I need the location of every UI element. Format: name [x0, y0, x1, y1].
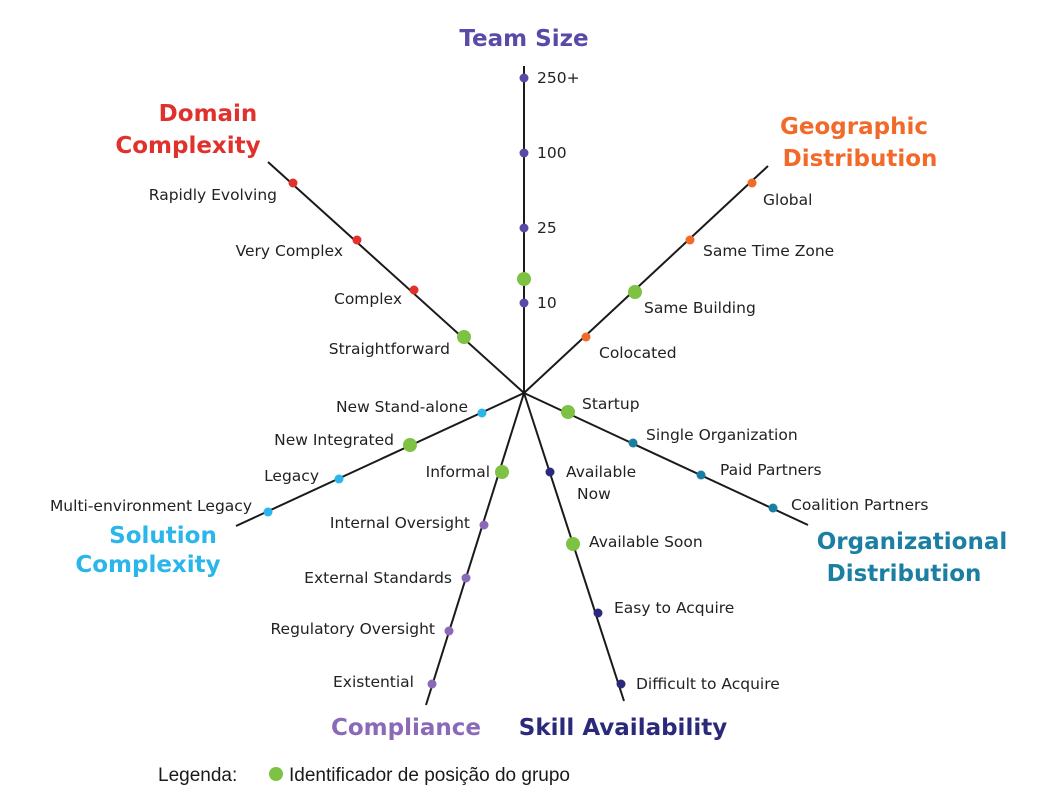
skill-availability-tick-label: Available Now [566, 463, 641, 503]
skill-availability-tick-label: Difficult to Acquire [636, 675, 780, 693]
solution-complexity-axis-line [235, 392, 525, 527]
domain-complexity-tick-dot [288, 178, 298, 188]
solution-complexity-title-line2: Complexity [75, 552, 220, 578]
geographic-distribution-ticks: Colocated Same Building Same Time Zone G… [581, 178, 834, 362]
domain-complexity-title-line1: Domain [159, 101, 258, 127]
team-size-tick-label: 100 [537, 144, 567, 162]
organizational-distribution-title-line2: Distribution [827, 561, 982, 587]
legend-description: Identificador de posição do grupo [289, 765, 570, 786]
domain-complexity-ticks: Straightforward Complex Very Complex Rap… [149, 178, 469, 358]
organizational-distribution-tick-label: Coalition Partners [791, 496, 928, 514]
skill-availability-title: Skill Availability [519, 715, 727, 741]
team-size-tick-dot [519, 148, 529, 158]
organizational-distribution-tick-dot [768, 503, 778, 513]
skill-availability-tick-line1: Available [566, 463, 636, 481]
compliance-tick-label: Existential [333, 673, 414, 691]
compliance-group-marker [495, 465, 509, 479]
skill-availability-tick-dot [616, 679, 626, 689]
geographic-distribution-title-line1: Geographic [780, 114, 928, 140]
organizational-distribution-title-line1: Organizational [817, 529, 1008, 555]
team-size-tick-dot [519, 73, 529, 83]
organizational-distribution-tick-label: Single Organization [646, 426, 798, 444]
compliance-tick-label: External Standards [304, 569, 452, 587]
organizational-distribution-tick-label: Startup [582, 395, 640, 413]
compliance-tick-dot [444, 626, 454, 636]
solution-complexity-tick-dot [334, 474, 344, 484]
geographic-distribution-title: Geographic Distribution [780, 114, 937, 172]
legend-marker-icon [269, 767, 283, 781]
geographic-distribution-tick-dot [581, 332, 591, 342]
organizational-distribution-tick-dot [696, 470, 706, 480]
organizational-distribution-title: Organizational Distribution [817, 529, 1016, 587]
domain-complexity-tick-dot [409, 285, 419, 295]
geographic-distribution-tick-label: Same Building [644, 299, 756, 317]
geographic-distribution-group-marker [628, 285, 642, 299]
compliance-tick-dot [479, 520, 489, 530]
compliance-tick-label: Internal Oversight [330, 514, 470, 532]
skill-availability-group-marker [566, 537, 580, 551]
geographic-distribution-tick-label: Same Time Zone [703, 242, 834, 260]
domain-complexity-tick-label: Straightforward [329, 340, 450, 358]
geographic-distribution-tick-dot [685, 235, 695, 245]
domain-complexity-tick-dot [352, 235, 362, 245]
geographic-distribution-tick-dot [747, 178, 757, 188]
solution-complexity-title-line1: Solution [109, 523, 217, 549]
domain-complexity-tick-label: Very Complex [236, 242, 343, 260]
organizational-distribution-tick-dot [628, 438, 638, 448]
team-size-tick-dot [519, 223, 529, 233]
domain-complexity-group-marker [457, 330, 471, 344]
skill-availability-tick-line2: Now [577, 485, 611, 503]
legend-label: Legenda: [158, 765, 237, 786]
skill-availability-tick-label: Available Soon [589, 533, 703, 551]
team-size-tick-dot [519, 298, 529, 308]
solution-complexity-tick-label: Multi-environment Legacy [50, 497, 252, 515]
organizational-distribution-tick-label: Paid Partners [720, 461, 822, 479]
legend: Legenda: Identificador de posição do gru… [158, 765, 570, 786]
domain-complexity-tick-label: Rapidly Evolving [149, 186, 277, 204]
geographic-distribution-title-line2: Distribution [783, 146, 938, 172]
geographic-distribution-tick-label: Global [763, 191, 812, 209]
organizational-distribution-group-marker [561, 405, 575, 419]
organizational-distribution-ticks: Startup Single Organization Paid Partner… [563, 395, 928, 514]
domain-complexity-title: Domain Complexity [115, 101, 265, 159]
compliance-ticks: Informal Internal Oversight External Sta… [270, 463, 507, 691]
solution-complexity-tick-label: New Stand-alone [336, 398, 468, 416]
solution-complexity-ticks: New Stand-alone New Integrated Legacy Mu… [50, 398, 487, 517]
solution-complexity-tick-label: New Integrated [274, 431, 394, 449]
domain-complexity-axis-line [267, 161, 525, 394]
group-position-markers [403, 272, 642, 551]
solution-complexity-tick-label: Legacy [264, 467, 319, 485]
skill-availability-ticks: Available Now Available Soon Easy to Acq… [545, 463, 780, 693]
compliance-tick-dot [427, 679, 437, 689]
geographic-distribution-tick-label: Colocated [599, 344, 677, 362]
team-size-title: Team Size [459, 26, 588, 52]
domain-complexity-title-line2: Complexity [115, 133, 260, 159]
domain-complexity-tick-label: Complex [334, 290, 402, 308]
compliance-tick-dot [461, 573, 471, 583]
compliance-tick-label: Informal [426, 463, 490, 481]
team-size-tick-label: 25 [537, 219, 557, 237]
team-size-tick-label: 250+ [537, 69, 580, 87]
solution-complexity-tick-dot [263, 507, 273, 517]
compliance-tick-label: Regulatory Oversight [270, 620, 435, 638]
solution-complexity-group-marker [403, 438, 417, 452]
compliance-title: Compliance [331, 715, 481, 741]
geographic-distribution-axis-line [523, 165, 769, 394]
compliance-axis-line [425, 392, 525, 706]
team-size-tick-label: 10 [537, 294, 557, 312]
skill-availability-tick-dot [593, 608, 603, 618]
skill-availability-tick-label: Easy to Acquire [614, 599, 734, 617]
solution-complexity-tick-dot [477, 408, 487, 418]
skill-availability-tick-dot [545, 467, 555, 477]
team-size-ticks: 10 25 100 250+ [519, 69, 580, 312]
team-size-group-marker [517, 272, 531, 286]
solution-complexity-title: Solution Complexity [75, 523, 225, 578]
